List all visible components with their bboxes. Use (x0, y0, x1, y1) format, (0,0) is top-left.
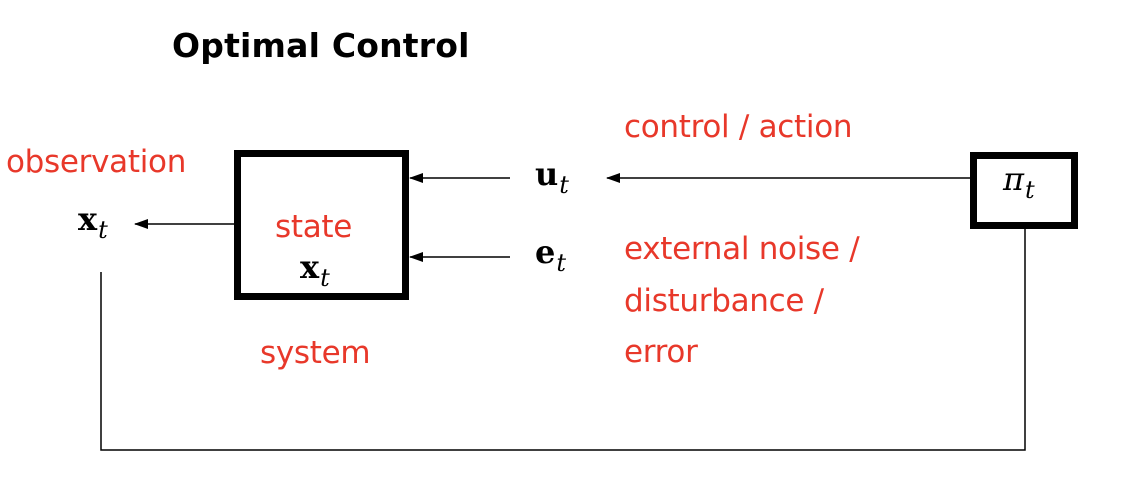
system-label: system (260, 335, 371, 371)
policy-var: π (1003, 160, 1025, 198)
policy-subscript: t (1025, 176, 1035, 204)
feedback-loop-line (100, 228, 1026, 451)
noise-subscript: t (556, 249, 567, 277)
policy-box (970, 152, 1078, 229)
observation-symbol: xt (78, 200, 108, 244)
noise-var: e (535, 233, 556, 271)
observation-subscript: t (98, 216, 108, 244)
noise-label-line1: external noise / (624, 231, 860, 267)
noise-label-line2: disturbance / (624, 283, 824, 319)
noise-symbol: et (535, 233, 566, 277)
control-subscript: t (559, 171, 569, 199)
observation-label: observation (6, 144, 187, 180)
state-symbol: xt (300, 248, 330, 292)
observation-var: x (78, 200, 98, 238)
diagram-title: Optimal Control (172, 26, 470, 65)
state-var: x (300, 248, 320, 286)
state-subscript: t (320, 264, 330, 292)
control-var: u (535, 155, 559, 193)
system-box (234, 150, 409, 300)
state-label: state (275, 209, 353, 245)
policy-symbol: πt (1003, 160, 1035, 204)
control-action-label: control / action (624, 109, 853, 145)
noise-label-line3: error (624, 334, 698, 370)
control-symbol: ut (535, 155, 569, 199)
